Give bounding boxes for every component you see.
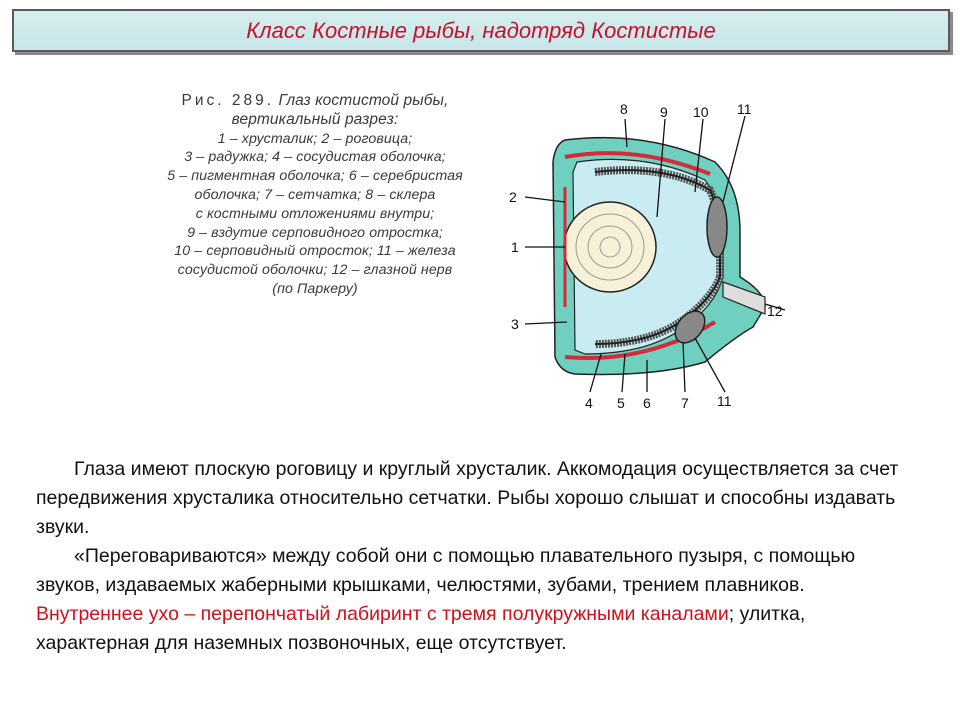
caption-line: оболочка; 7 – сетчатка; 8 – склера xyxy=(194,186,436,203)
caption-line: с костными отложениями внутри; xyxy=(195,205,435,222)
caption-line: 5 – пигментная оболочка; 6 – серебристая xyxy=(167,168,463,185)
caption-line: (по Паркеру) xyxy=(272,280,358,297)
optic-nerve xyxy=(722,281,766,315)
label-3: 3 xyxy=(511,316,519,332)
caption-line: 10 – серповидный отросток; 11 – железа xyxy=(174,243,456,260)
label-11-bottom: 11 xyxy=(717,393,732,409)
caption-line: 9 – вздутие серповидного отростка; xyxy=(187,224,443,241)
label-4: 4 xyxy=(585,395,593,411)
lens xyxy=(563,201,657,293)
paragraph-2-part-b: ; улитка, характерная для наземных позво… xyxy=(36,603,806,654)
body-text: Глаза имеют плоскую роговицу и круглый х… xyxy=(36,455,916,658)
paragraph-2: «Переговариваются» между собой они с пом… xyxy=(36,542,916,658)
choroid-top xyxy=(564,151,711,176)
label-11-top: 11 xyxy=(737,101,752,117)
label-8: 8 xyxy=(620,101,628,117)
paragraph-1: Глаза имеют плоскую роговицу и круглый х… xyxy=(36,458,899,538)
caption-title: Глаз костистой рыбы, вертикальный разрез… xyxy=(231,92,449,128)
label-7: 7 xyxy=(681,395,689,411)
label-10: 10 xyxy=(693,104,709,120)
pigment-layer xyxy=(594,169,721,345)
label-5: 5 xyxy=(617,395,625,411)
choroid-gland-top xyxy=(706,196,728,258)
label-9: 9 xyxy=(660,104,668,120)
caption-line: 1 – хрусталик; 2 – роговица; xyxy=(217,130,413,147)
figure-caption: Рис. 289. Глаз костистой рыбы, вертикаль… xyxy=(125,92,505,299)
slide-title-bar: Класс Костные рыбы, надотряд Костистые xyxy=(12,9,950,52)
caption-line: сосудистой оболочки; 12 – глазной нерв xyxy=(177,262,453,279)
caption-prefix: Рис. 289. xyxy=(181,92,275,109)
label-1: 1 xyxy=(511,239,519,255)
paragraph-2-part-a: «Переговариваются» между собой они с пом… xyxy=(36,545,856,596)
caption-heading: Рис. 289. Глаз костистой рыбы, вертикаль… xyxy=(125,92,505,130)
eye-figure: Рис. 289. Глаз костистой рыбы, вертикаль… xyxy=(125,92,805,422)
label-12: 12 xyxy=(767,303,783,319)
label-6: 6 xyxy=(643,395,651,411)
label-2: 2 xyxy=(509,189,517,205)
eye-diagram: 8 9 10 11 2 1 3 12 4 5 6 7 11 xyxy=(509,101,786,411)
highlighted-text: Внутреннее ухо – перепончатый лабиринт с… xyxy=(36,603,729,625)
caption-line: 3 – радужка; 4 – сосудистая оболочка; xyxy=(184,149,446,166)
slide-title: Класс Костные рыбы, надотряд Костистые xyxy=(246,17,716,43)
choroid-gland-bottom xyxy=(674,310,706,344)
